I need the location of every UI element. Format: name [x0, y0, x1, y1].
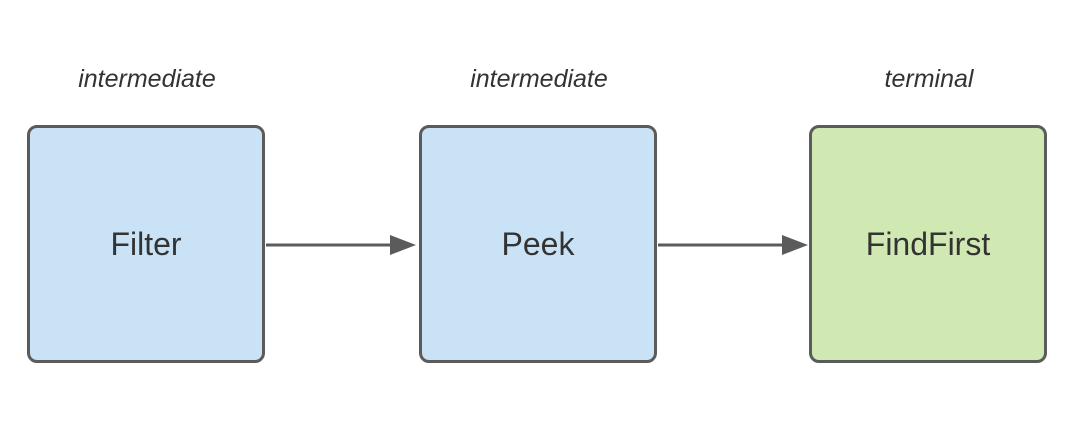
stage-type-label-1: intermediate	[78, 65, 216, 93]
arrow-filter-to-peek	[266, 235, 416, 255]
peek-node: Peek	[419, 125, 657, 363]
filter-node: Filter	[27, 125, 265, 363]
arrow-peek-to-findfirst	[658, 235, 808, 255]
stage-type-label-3: terminal	[884, 65, 974, 93]
arrowhead-icon	[782, 235, 808, 255]
arrowhead-icon	[390, 235, 416, 255]
findfirst-node-label: FindFirst	[865, 226, 991, 262]
stage-type-label-2: intermediate	[470, 65, 608, 93]
peek-node-label: Peek	[501, 226, 575, 262]
filter-node-label: Filter	[110, 226, 182, 262]
findfirst-node: FindFirst	[809, 125, 1047, 363]
